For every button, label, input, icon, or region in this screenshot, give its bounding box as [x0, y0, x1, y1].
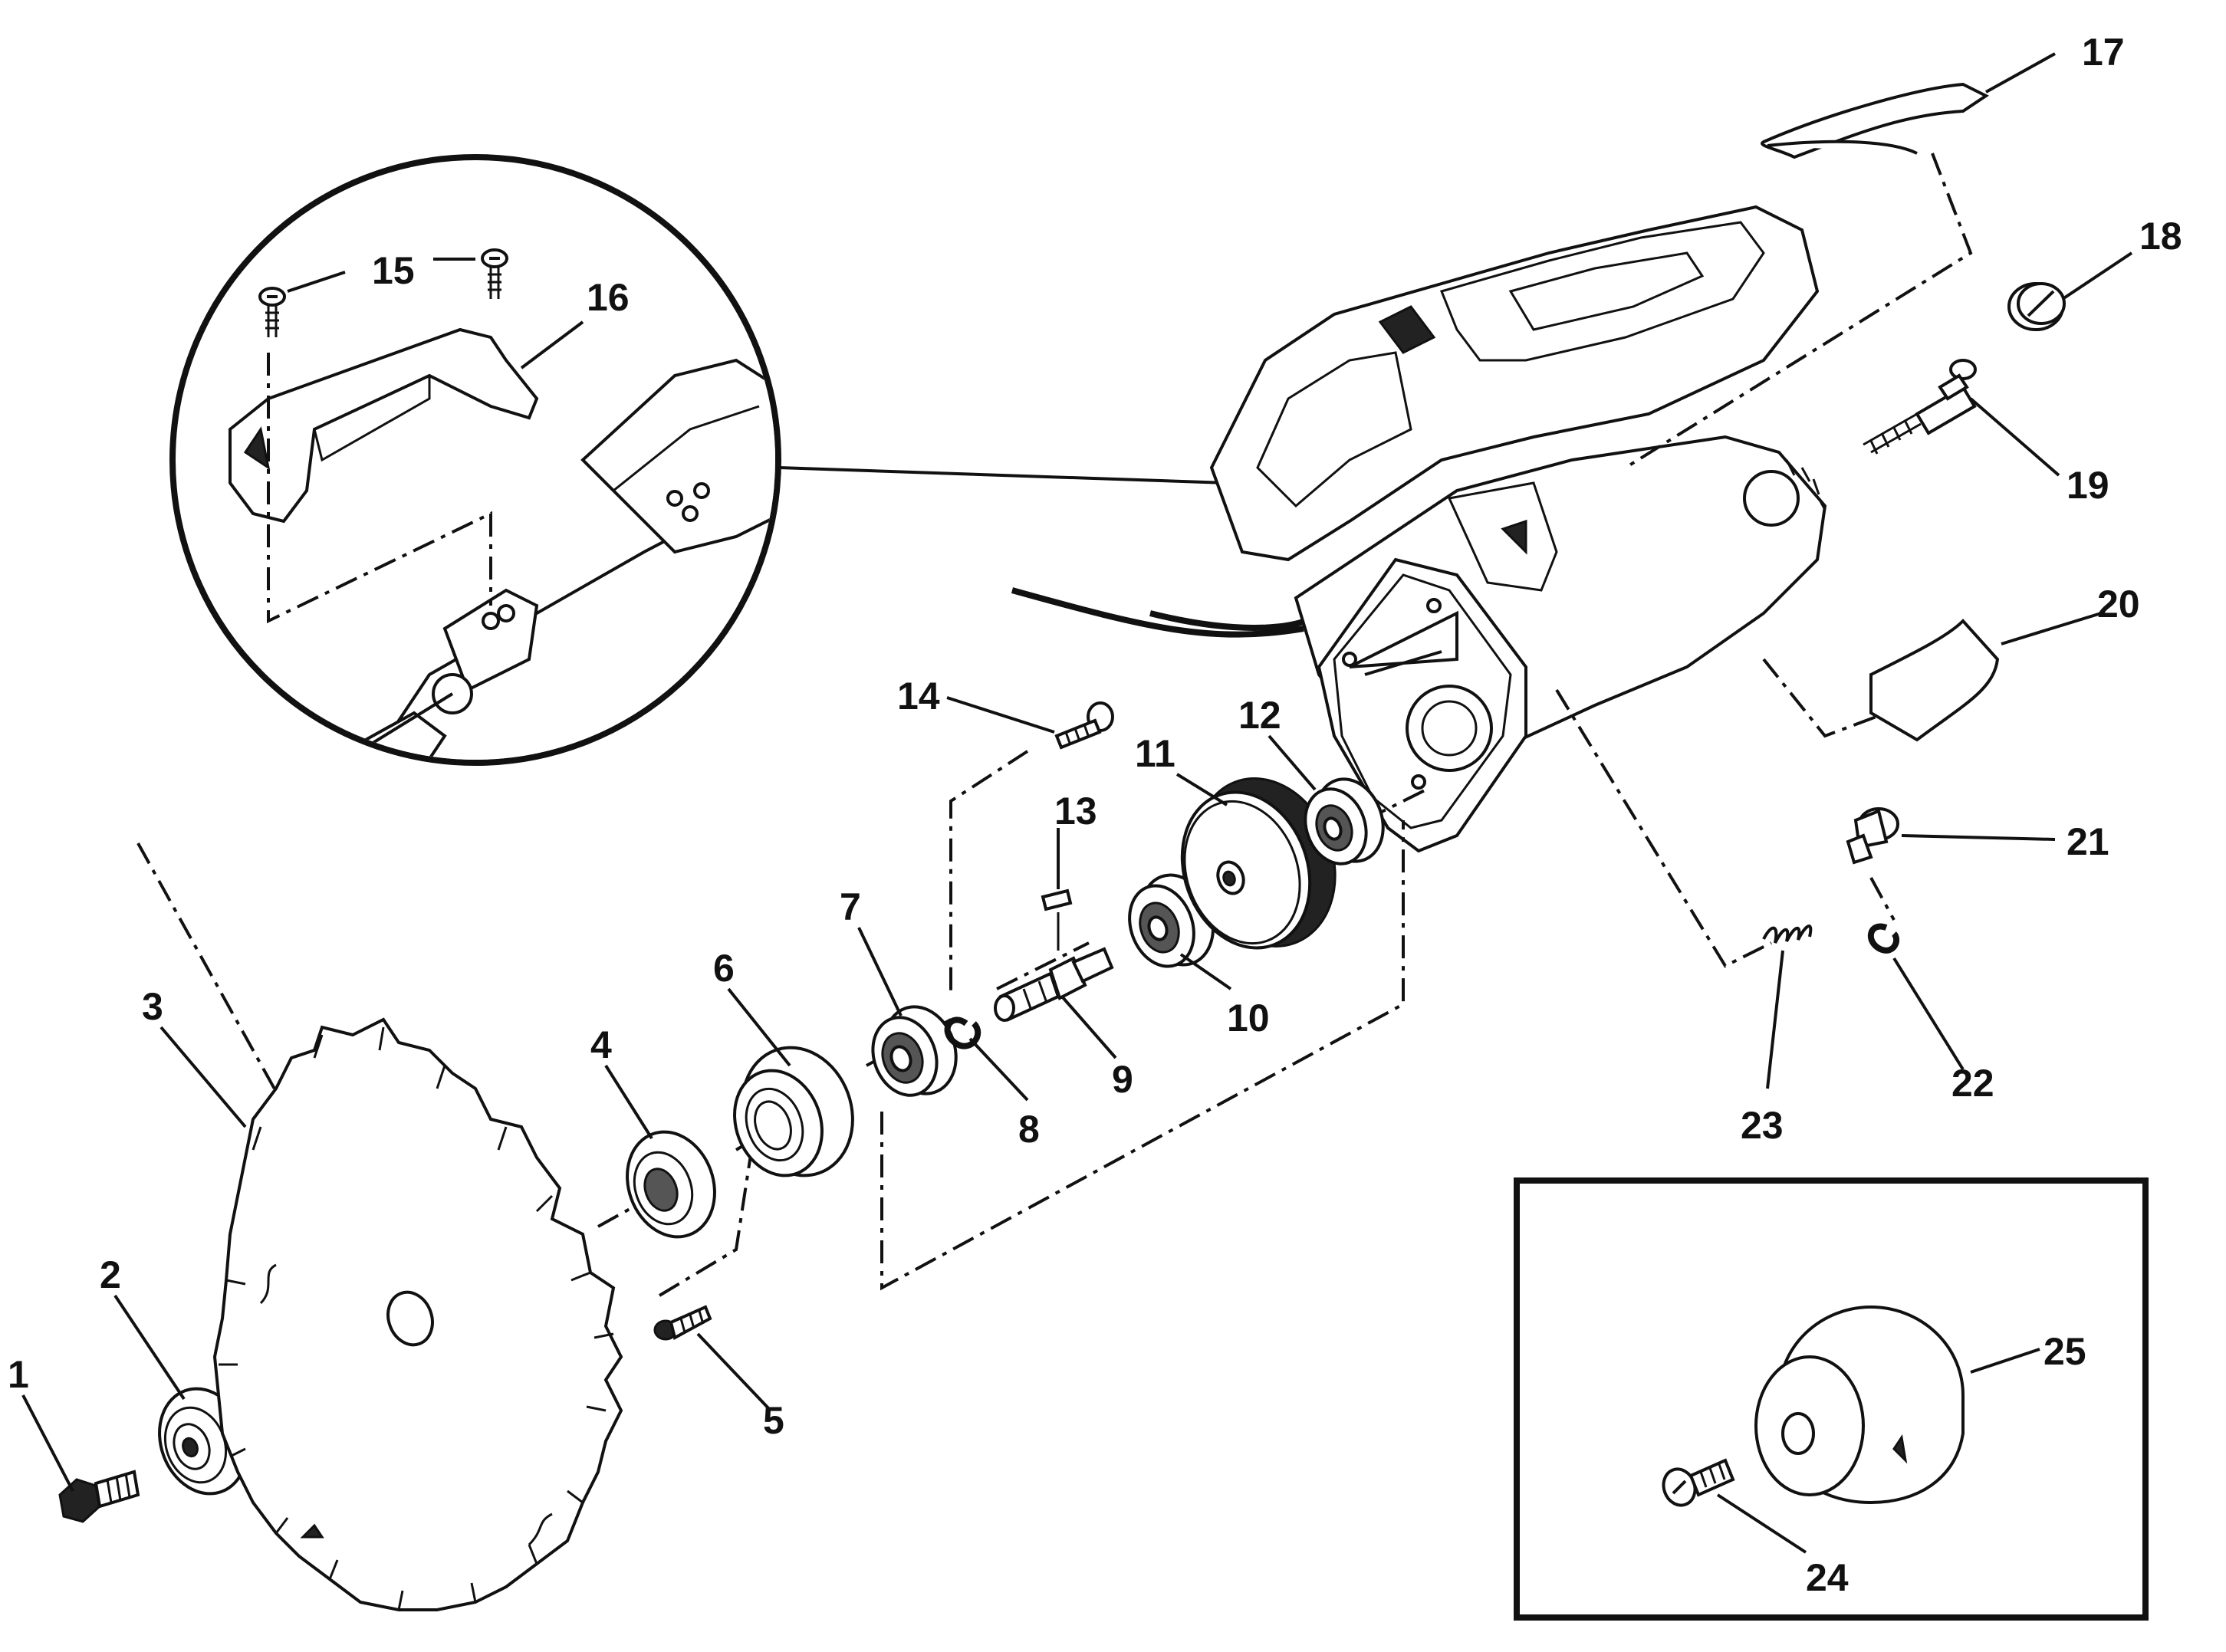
- callout-11: 11: [1135, 732, 1175, 775]
- saw-blade-part-3: [212, 1017, 623, 1611]
- spring-part-23: [1762, 925, 1813, 944]
- callout-16: 16: [587, 276, 630, 319]
- callout-15: 15: [372, 249, 415, 292]
- assembly-path-17: [1624, 153, 1973, 469]
- callout-12: 12: [1238, 694, 1281, 737]
- callout-7: 7: [840, 885, 861, 928]
- callout-18: 18: [2139, 215, 2182, 258]
- callout-labels: 1 2 3 4 5 6 7 8 9 10 11 12 13 14 15 16 1…: [8, 31, 2182, 1599]
- assembly-path-20: [1762, 658, 1887, 738]
- callout-13: 13: [1054, 790, 1097, 833]
- adapter-part-25: [1754, 1306, 1965, 1505]
- label-part-17: [1761, 82, 1989, 159]
- inset-leader-line: [778, 466, 1228, 484]
- callout-6: 6: [713, 947, 735, 990]
- callout-17: 17: [2082, 31, 2125, 74]
- screw-part-15-right: [481, 248, 508, 299]
- brush-assembly-part-19: [1863, 359, 1977, 455]
- callout-2: 2: [100, 1253, 121, 1296]
- callout-24: 24: [1806, 1556, 1849, 1599]
- screw-part-24: [1662, 1458, 1735, 1507]
- ball-bearing-part-12: [1304, 777, 1385, 865]
- handle-detail-inset: [169, 154, 781, 766]
- callout-10: 10: [1227, 997, 1270, 1039]
- callout-25: 25: [2044, 1330, 2086, 1373]
- hex-bolt-part-1: [58, 1470, 140, 1523]
- callout-21: 21: [2067, 820, 2109, 863]
- e-ring-part-22: [1867, 923, 1900, 954]
- spindle-part-9: [994, 947, 1114, 1022]
- bolt-part-14: [1054, 701, 1114, 750]
- lock-pin-part-21: [1846, 807, 1899, 865]
- callout-9: 9: [1112, 1058, 1133, 1101]
- callout-22: 22: [1951, 1062, 1994, 1105]
- screw-part-5: [653, 1305, 712, 1341]
- key-part-13: [1041, 888, 1073, 951]
- accessory-inset-box: [1514, 1177, 2149, 1621]
- cap-part-18: [2007, 282, 2066, 331]
- callout-20: 20: [2097, 583, 2140, 626]
- callout-3: 3: [142, 985, 163, 1028]
- screw-part-15-left: [258, 287, 286, 337]
- assembly-path-screw-5: [658, 1149, 753, 1297]
- saw-housing: [1011, 205, 1827, 853]
- handle-part-16: [229, 327, 539, 524]
- inner-washer-part-4: [626, 1130, 716, 1239]
- callout-5: 5: [763, 1399, 784, 1442]
- leader-lines: [21, 52, 2133, 1492]
- callout-19: 19: [2067, 464, 2109, 507]
- retaining-ring-part-8: [944, 1016, 981, 1049]
- callout-8: 8: [1018, 1108, 1040, 1151]
- assembly-path-bolt-14: [949, 750, 1029, 997]
- callout-14: 14: [897, 675, 940, 718]
- callout-23: 23: [1741, 1104, 1784, 1147]
- assembly-path-gear-case: [880, 820, 1405, 1291]
- assembly-path-23: [1555, 688, 1772, 968]
- label-part-20: [1869, 619, 2000, 742]
- gear-part-11: [1180, 777, 1337, 950]
- callout-1: 1: [8, 1353, 29, 1396]
- ball-bearing-part-7: [871, 1005, 958, 1097]
- bearing-retainer-part-6: [733, 1046, 854, 1177]
- callout-4: 4: [590, 1023, 612, 1066]
